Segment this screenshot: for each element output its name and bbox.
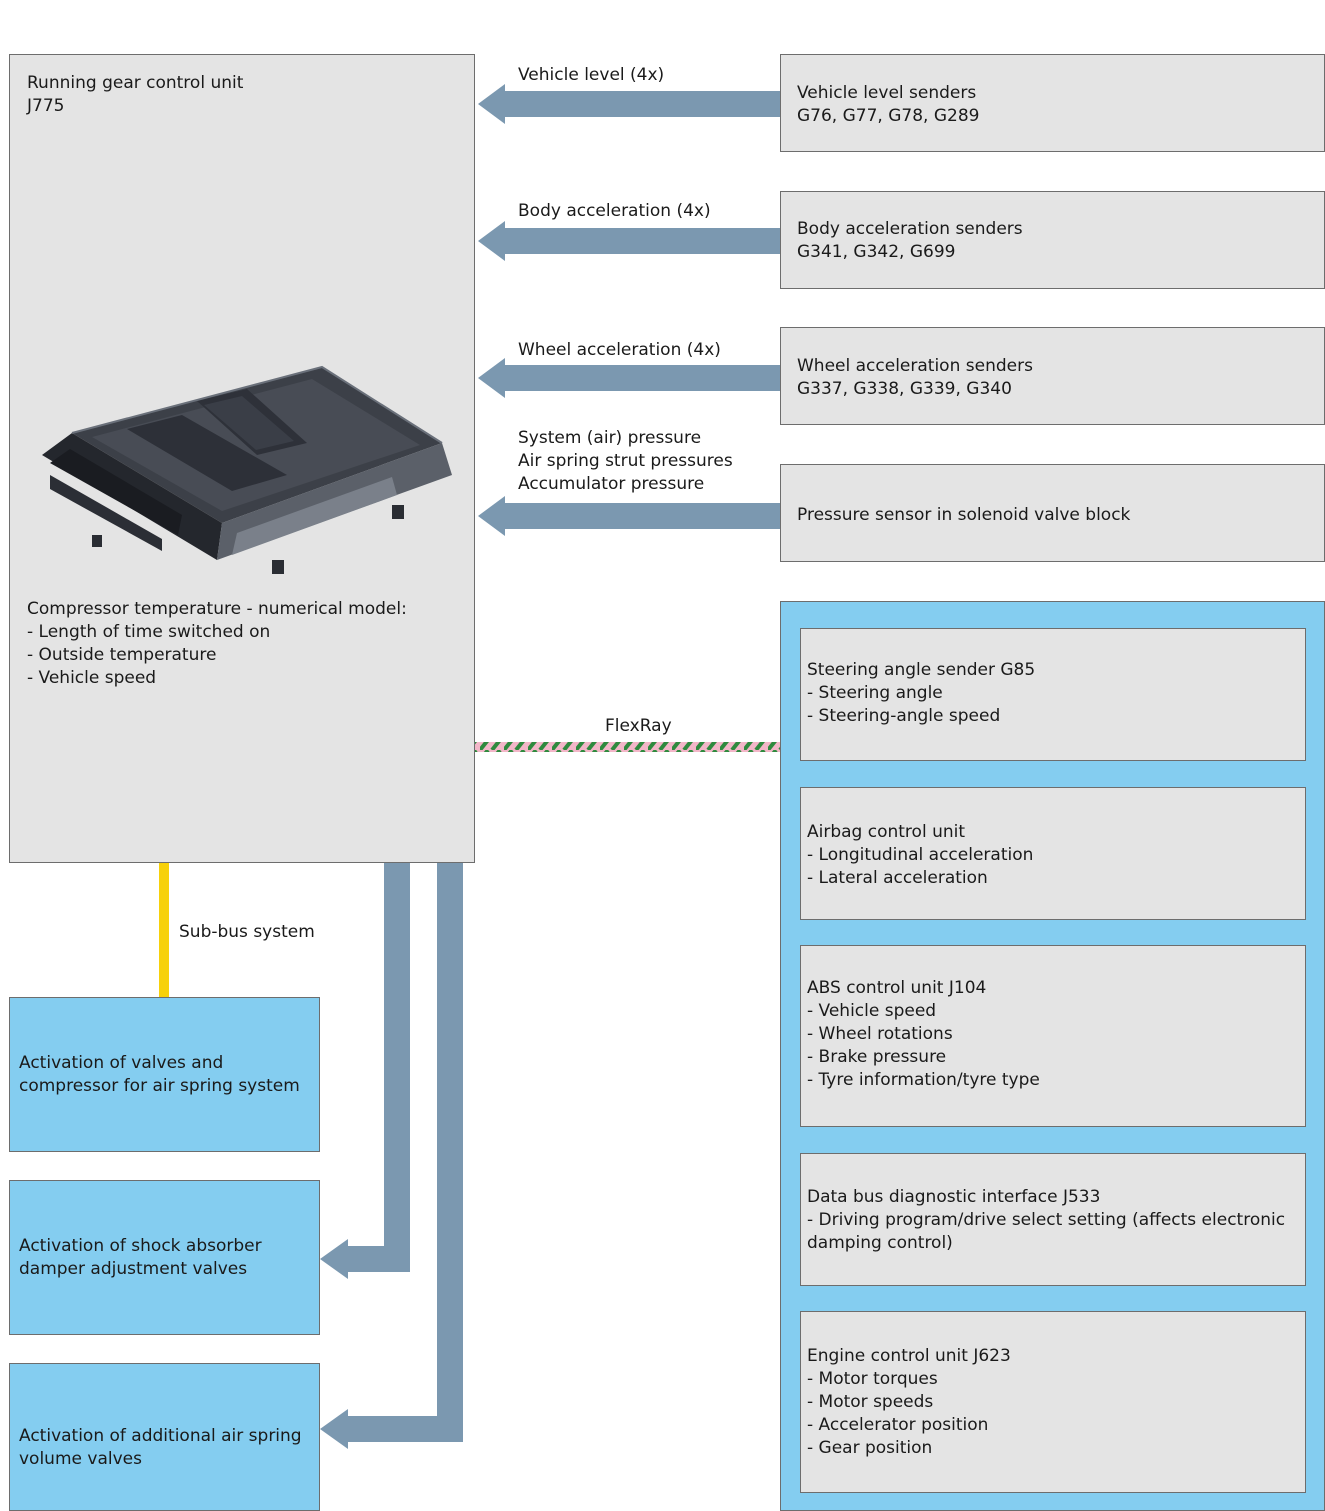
- sub-bus-line: [159, 862, 169, 999]
- arrow-vehicle-level: [478, 84, 783, 124]
- compressor-model-text: Compressor temperature - numerical model…: [27, 599, 407, 688]
- output-damper-valves: Activation of shock absorber damper adju…: [9, 1180, 320, 1335]
- unit-steering-angle-sender: Steering angle sender G85 - Steering ang…: [800, 628, 1306, 761]
- sender-pressure: Pressure sensor in solenoid valve block: [780, 464, 1325, 562]
- sub-bus-label: Sub-bus system: [179, 922, 315, 942]
- sender-vehicle-level: Vehicle level senders G76, G77, G78, G28…: [780, 54, 1325, 152]
- unit-abs: ABS control unit J104 - Vehicle speed - …: [800, 945, 1306, 1127]
- sender-body-acceleration: Body acceleration senders G341, G342, G6…: [780, 191, 1325, 289]
- sender-wheel-acceleration: Wheel acceleration senders G337, G338, G…: [780, 327, 1325, 425]
- label-wheel-acceleration: Wheel acceleration (4x): [518, 340, 721, 360]
- unit-data-bus-diagnostic-text: Data bus diagnostic interface J533 - Dri…: [807, 1187, 1286, 1253]
- unit-airbag-text: Airbag control unit - Longitudinal accel…: [807, 822, 1034, 888]
- unit-steering-angle-text: Steering angle sender G85 - Steering ang…: [807, 660, 1036, 726]
- unit-engine: Engine control unit J623 - Motor torques…: [800, 1311, 1306, 1493]
- output-air-spring-system-text: Activation of valves and compressor for …: [19, 1053, 300, 1096]
- arrow-wheel-acceleration: [478, 358, 783, 398]
- sender-body-acceleration-text: Body acceleration senders G341, G342, G6…: [797, 219, 1023, 262]
- control-unit-box: Running gear control unit J775 Compresso…: [9, 54, 475, 863]
- control-unit-title: Running gear control unit J775: [27, 73, 244, 116]
- sender-pressure-text: Pressure sensor in solenoid valve block: [797, 505, 1131, 525]
- label-pressure: System (air) pressure Air spring strut p…: [518, 428, 733, 494]
- output-air-spring-system: Activation of valves and compressor for …: [9, 997, 320, 1152]
- output-damper-valves-text: Activation of shock absorber damper adju…: [19, 1236, 262, 1279]
- unit-abs-text: ABS control unit J104 - Vehicle speed - …: [807, 978, 1040, 1090]
- arrow-air-spring-volume-valves: [320, 862, 463, 1449]
- unit-data-bus-diagnostic: Data bus diagnostic interface J533 - Dri…: [800, 1153, 1306, 1286]
- flexray-label: FlexRay: [605, 716, 672, 736]
- output-air-spring-volume-valves-text: Activation of additional air spring volu…: [19, 1426, 302, 1469]
- output-air-spring-volume-valves: Activation of additional air spring volu…: [9, 1363, 320, 1511]
- arrow-damper-valves: [320, 862, 410, 1279]
- sender-wheel-acceleration-text: Wheel acceleration senders G337, G338, G…: [797, 356, 1033, 399]
- control-unit-image: [42, 365, 452, 574]
- label-vehicle-level: Vehicle level (4x): [518, 65, 665, 85]
- flexray-units-container: Steering angle sender G85 - Steering ang…: [780, 601, 1325, 1511]
- sender-vehicle-level-text: Vehicle level senders G76, G77, G78, G28…: [797, 83, 980, 126]
- label-body-acceleration: Body acceleration (4x): [518, 201, 711, 221]
- unit-engine-text: Engine control unit J623 - Motor torques…: [807, 1346, 1011, 1458]
- arrow-pressure: [478, 496, 783, 536]
- unit-airbag: Airbag control unit - Longitudinal accel…: [800, 787, 1306, 920]
- arrow-body-acceleration: [478, 221, 783, 261]
- flexray-bus: [474, 742, 782, 752]
